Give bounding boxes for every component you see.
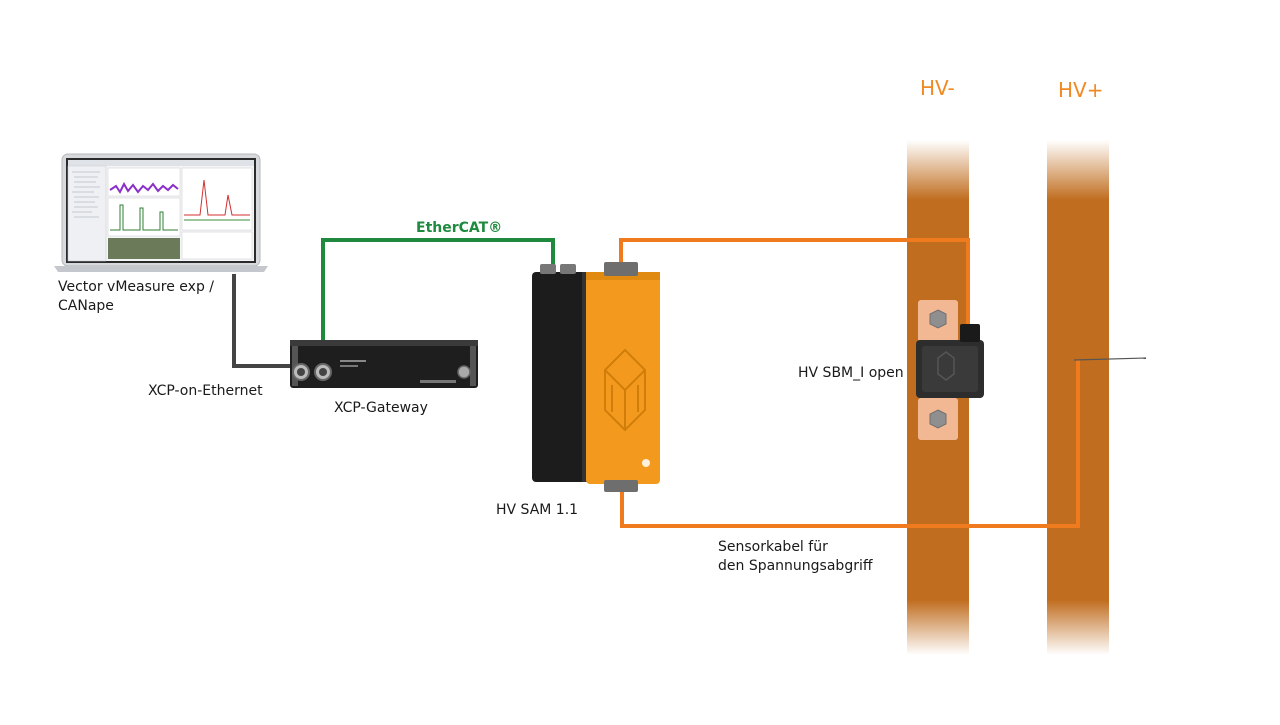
hv-minus-label: HV- <box>920 76 955 100</box>
hv-plus-label: HV+ <box>1058 78 1104 102</box>
sensor-cable-top <box>619 238 970 325</box>
ethercat-label: EtherCAT® <box>416 220 503 236</box>
sensor-cable-bottom <box>620 360 1080 528</box>
xcp-on-ethernet-label: XCP-on-Ethernet <box>148 383 263 399</box>
xcp-gateway-label: XCP-Gateway <box>334 400 428 416</box>
laptop <box>54 153 268 272</box>
hv-sam-device <box>532 262 660 492</box>
ethernet-cable <box>232 274 301 368</box>
hv-sbm-label: HV SBM_I open <box>798 365 904 381</box>
sensor-cable-label: Sensorkabel für den Spannungsabgriff <box>718 539 873 574</box>
laptop-label: Vector vMeasure exp / CANape <box>58 279 215 314</box>
xcp-gateway-device <box>290 340 478 388</box>
hv-sbm-sensor <box>916 300 984 440</box>
hv-sam-label: HV SAM 1.1 <box>496 502 579 518</box>
probe-wire <box>1073 357 1147 361</box>
ethercat-cable <box>321 238 555 372</box>
